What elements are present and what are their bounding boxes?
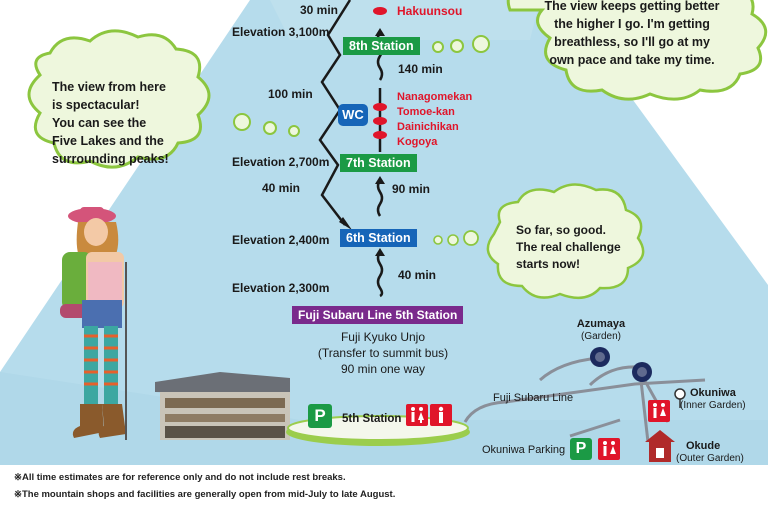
ascent-arrow-7th: [375, 176, 385, 184]
ascent-arrow-8th: [375, 28, 385, 36]
station-7th[interactable]: 7th Station: [340, 154, 417, 172]
hut-marker: [373, 131, 387, 139]
time-90-min: 90 min: [392, 182, 431, 196]
thought-dot: [463, 230, 479, 246]
hiker-illustration: [60, 207, 127, 440]
bus-info-line3: 90 min one way: [340, 362, 426, 376]
label-subaru-line: Fuji Subaru Line: [493, 392, 574, 404]
hut-marker: [373, 103, 387, 111]
label-5th-station: 5th Station: [342, 413, 402, 425]
elevation-2300: Elevation 2,300m: [232, 281, 330, 295]
hut-tomoekan: Tomoe-kan: [397, 106, 455, 118]
bubble-left-line: is spectacular!: [52, 98, 140, 112]
time-140-min: 140 min: [398, 62, 443, 76]
hut-hakuunsou: Hakuunsou: [397, 4, 463, 18]
bubble-top-right-shape: [506, 0, 768, 101]
label-okuniwa-sub: (Inner Garden): [680, 400, 746, 411]
footnote: ※All time estimates are for reference on…: [14, 472, 346, 483]
thought-dot: [472, 35, 490, 53]
bubble-left-line: You can see the: [52, 116, 147, 130]
okude-shrine-icon: [645, 430, 675, 462]
thought-dot: [233, 113, 251, 131]
bubble-mid-right-line: So far, so good.: [516, 223, 607, 237]
time-40-min-right: 40 min: [398, 268, 437, 282]
bubble-mid-right: So far, so good. The real challenge star…: [516, 222, 636, 273]
bubble-mid-right-line: The real challenge: [516, 240, 621, 254]
time-30-min: 30 min: [300, 3, 339, 17]
station-5th-subaru-line[interactable]: Fuji Subaru Line 5th Station: [292, 306, 464, 324]
bubble-left-line: The view from here: [52, 80, 166, 94]
bubble-top-right-line: The view keeps getting better: [544, 0, 720, 13]
ascent-arrow-6th: [375, 248, 385, 256]
bubble-top-right-line: breathless, so I'll go at my: [554, 35, 710, 49]
bubble-mid-right-shape: [486, 183, 645, 300]
label-okude: Okude: [686, 440, 721, 452]
ascent-trail-7th: [376, 179, 384, 217]
restroom-icon: [406, 404, 428, 426]
bubble-top-right: The view keeps getting better the higher…: [532, 0, 732, 69]
elevation-2700: Elevation 2,700m: [232, 155, 330, 169]
map-road: [569, 418, 621, 438]
restroom-icon: [648, 400, 670, 422]
bubble-left: The view from here is spectacular! You c…: [52, 78, 202, 168]
bubble-left-shape: [27, 29, 211, 169]
subaru-line-road: [463, 378, 706, 423]
label-okude-sub: (Outer Garden): [676, 453, 744, 464]
station-8th[interactable]: 8th Station: [343, 37, 420, 55]
label-azumaya: Azumaya: [576, 318, 626, 330]
bubble-left-line: Five Lakes and the: [52, 134, 164, 148]
wc-icon: WC: [338, 104, 368, 126]
restroom-icon: [430, 404, 452, 426]
elevation-3100: Elevation 3,100m: [232, 25, 330, 39]
station-building: [155, 372, 290, 440]
label-okuniwa: Okuniwa: [690, 387, 736, 399]
thought-dot: [447, 234, 459, 246]
parking-icon: P: [308, 404, 332, 428]
bus-info: Fuji Kyuko Unjo: [328, 330, 438, 344]
label-azumaya-sub: (Garden): [580, 331, 621, 342]
mountain-highlight: [270, 0, 540, 40]
bubble-left-line: surrounding peaks!: [52, 152, 169, 166]
label-okuniwa-parking: Okuniwa Parking: [482, 444, 566, 456]
map-road: [638, 371, 650, 443]
footnote: ※The mountain shops and facilities are g…: [14, 489, 396, 500]
descent-trail-arrow: [339, 217, 352, 230]
thought-dot: [432, 41, 444, 53]
ascent-trail-6th: [376, 251, 384, 298]
thought-dot: [288, 125, 300, 137]
bus-info-line1: Fuji Kyuko Unjo: [340, 330, 426, 344]
hut-marker: [373, 7, 387, 15]
okuniwa-spot: [632, 362, 652, 382]
azumaya-spot: [590, 347, 610, 367]
bus-info-line2: (Transfer to summit bus): [317, 346, 449, 360]
thought-dot: [450, 39, 464, 53]
okuniwa-pin-icon: [674, 388, 686, 408]
parking-icon: P: [570, 438, 592, 460]
hut-marker: [373, 117, 387, 125]
bubble-top-right-line: the higher I go. I'm getting: [554, 17, 710, 31]
hut-kogoya: Kogoya: [397, 136, 438, 148]
elevation-2400: Elevation 2,400m: [232, 233, 330, 247]
station-6th[interactable]: 6th Station: [340, 229, 417, 247]
thought-dot: [433, 235, 443, 245]
time-100-min: 100 min: [268, 87, 313, 101]
bubble-top-right-line: own pace and take my time.: [549, 53, 715, 67]
restroom-icon: [598, 438, 620, 460]
hut-dainichikan: Dainichikan: [397, 121, 459, 133]
thought-dot: [263, 121, 277, 135]
hut-nanagomekan: Nanagomekan: [397, 91, 473, 103]
time-40-min-left: 40 min: [262, 181, 301, 195]
bubble-mid-right-line: starts now!: [516, 257, 581, 271]
